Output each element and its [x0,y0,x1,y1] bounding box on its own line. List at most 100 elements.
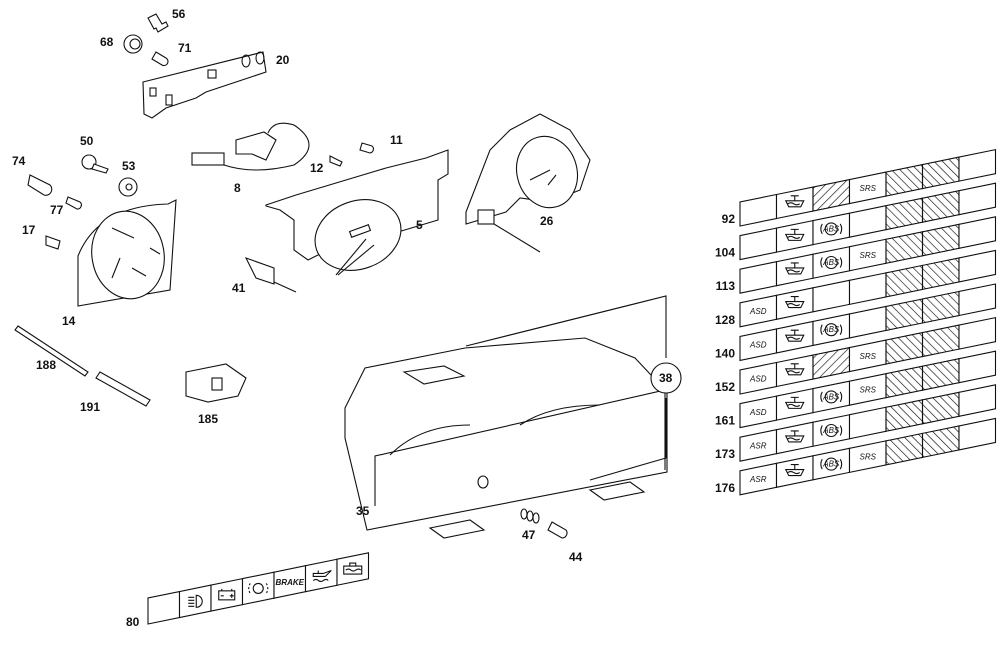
warning-strip-cell [848,305,887,339]
part-label-77: 77 [50,203,64,217]
strip-80-cell [241,571,275,606]
part-label-74: 74 [12,154,26,168]
warning-strip-cell [848,204,887,238]
part-label-191: 191 [80,400,100,414]
clip-17 [45,235,61,250]
warning-strip-cell [921,257,960,291]
asd-label: ASD [749,374,767,383]
warning-strip-cell [848,406,887,440]
washer-icon [784,464,805,477]
warning-strip-cell: ABS [812,246,851,279]
warning-strip-cell [921,156,960,190]
brake-label: BRAKE [276,578,305,587]
washer-icon [784,195,805,208]
warning-strip-cell: SRS [848,440,887,474]
strip-80-cell: BRAKE [273,565,307,599]
part-label-44: 44 [569,550,583,564]
warning-strip-cell: ASD [739,328,778,362]
strip-80-cell [210,577,244,612]
callout-38 [465,295,682,481]
part-label-35: 35 [356,504,370,518]
ABS: ABS [820,222,843,236]
warning-strip-cell [885,432,924,466]
speedometer-housing-5 [265,149,449,276]
svg-text:ABS: ABS [822,325,840,334]
spring-47 [520,508,540,524]
washer-icon [784,329,805,342]
warning-strip-label: 140 [715,346,735,360]
warning-strip-cell: SRS [848,171,887,205]
washer-icon [784,363,805,376]
warning-strip-cell [885,365,924,399]
svg-text:ABS: ABS [822,258,840,267]
warning-strip-cell: ABS [812,447,851,481]
warning-strip-cell: SRS [848,238,887,272]
gauge-face-14 [77,199,177,307]
srs-label: SRS [860,453,877,462]
warning-strip-cell [775,320,814,354]
warning-strip-cell [958,249,997,283]
asd-label: ASD [749,408,767,417]
ABS: ABS [820,323,843,337]
warning-strip-cell: ASR [739,462,778,496]
part-label-47: 47 [522,528,536,542]
warning-strip-cell [812,346,851,380]
warning-strip-cell [921,290,960,324]
ABS: ABS [820,457,843,471]
svg-text:ABS: ABS [822,460,840,469]
warning-strip: 92 SRS [722,148,997,227]
asr-label: ASR [749,441,767,450]
asd-label: ASD [749,341,767,350]
srs-label: SRS [860,184,877,193]
rod-191 [95,371,151,407]
part-label-11: 11 [390,133,403,147]
warning-strip-label: 92 [722,212,736,226]
warning-strip-cell [958,148,997,182]
warning-strip-cell [775,253,814,287]
part-label-50: 50 [80,134,94,148]
bulb-11 [359,142,374,154]
strip-80-cell [178,584,212,619]
strip-80-cell [336,552,370,586]
washer-53 [118,177,138,197]
warning-strip-cell [958,216,997,249]
cluster-housing-35 [344,337,668,539]
warning-strip-label: 113 [716,279,736,293]
washer-icon [784,262,805,275]
warning-strip-label: 173 [715,447,735,461]
warning-strip-cell [775,219,814,253]
warning-strip-cell [921,425,960,459]
switch-41 [244,257,297,293]
svg-text:ABS: ABS [822,392,840,401]
warning-strip-cell [848,272,887,306]
warning-strip-cell [958,384,997,417]
part-label-80: 80 [126,615,140,629]
part-label-5: 5 [416,218,423,232]
bulb-77 [65,196,82,210]
svg-text:ABS: ABS [822,224,840,233]
warning-strip-label: 161 [715,414,735,428]
warning-strips: 92SRS104ABS113ABSSRS128ASD140ASDABS152AS… [715,148,997,496]
bulb-56 [147,13,169,33]
coolant-icon [343,562,363,575]
bulb-holder-74 [27,174,53,196]
asd-label: ASD [749,307,767,316]
strip-80-cell [147,590,181,625]
part-label-41: 41 [232,281,246,295]
warning-strip-cell [775,455,814,488]
warning-strip-cell: ASD [739,361,778,395]
part-label-12: 12 [310,161,324,175]
ABS: ABS [820,255,843,270]
warning-strip-label: 176 [715,481,735,495]
brake-pad-icon [248,582,269,594]
warning-strip-cell [921,223,960,257]
tachometer-26 [465,113,591,253]
warning-strip-cell [885,331,924,365]
warning-strip-cell [958,417,997,451]
warning-strip-cell [958,182,997,216]
part-label-26: 26 [540,214,554,228]
circuit-board-20 [142,51,267,119]
